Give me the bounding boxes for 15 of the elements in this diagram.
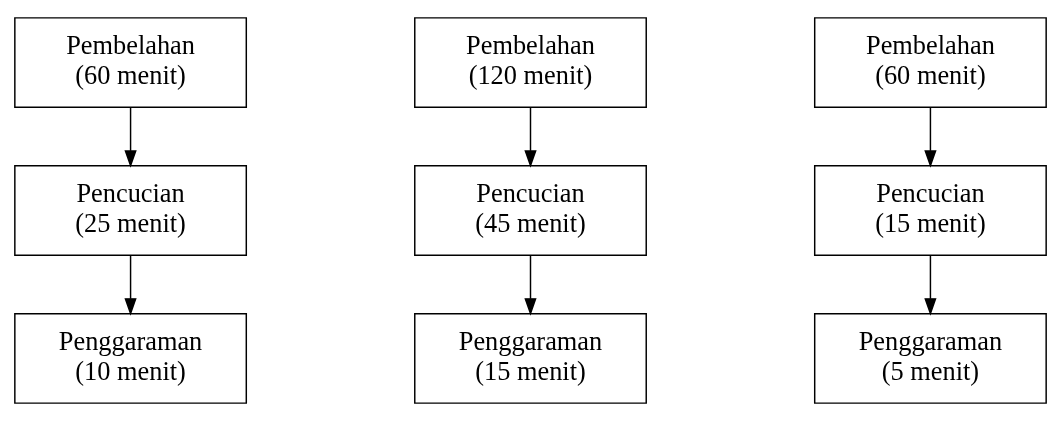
arrow xyxy=(524,254,537,316)
node-box: Pembelahan (60 menit) xyxy=(813,17,1047,108)
arrow xyxy=(924,106,937,168)
node-box: Pembelahan (120 menit) xyxy=(414,17,647,108)
arrow xyxy=(924,254,937,316)
node-box: Pencucian (15 menit) xyxy=(813,165,1047,256)
node-box: Pembelahan (60 menit) xyxy=(14,17,248,108)
arrow xyxy=(124,254,137,316)
arrow xyxy=(124,106,137,168)
node-box: Penggaraman (10 menit) xyxy=(14,313,248,404)
node-box: Pencucian (25 menit) xyxy=(14,165,248,256)
node-box: Pencucian (45 menit) xyxy=(414,165,647,256)
node-box: Penggaraman (15 menit) xyxy=(414,313,647,404)
node-box: Penggaraman (5 menit) xyxy=(813,313,1047,404)
arrow xyxy=(524,106,537,168)
